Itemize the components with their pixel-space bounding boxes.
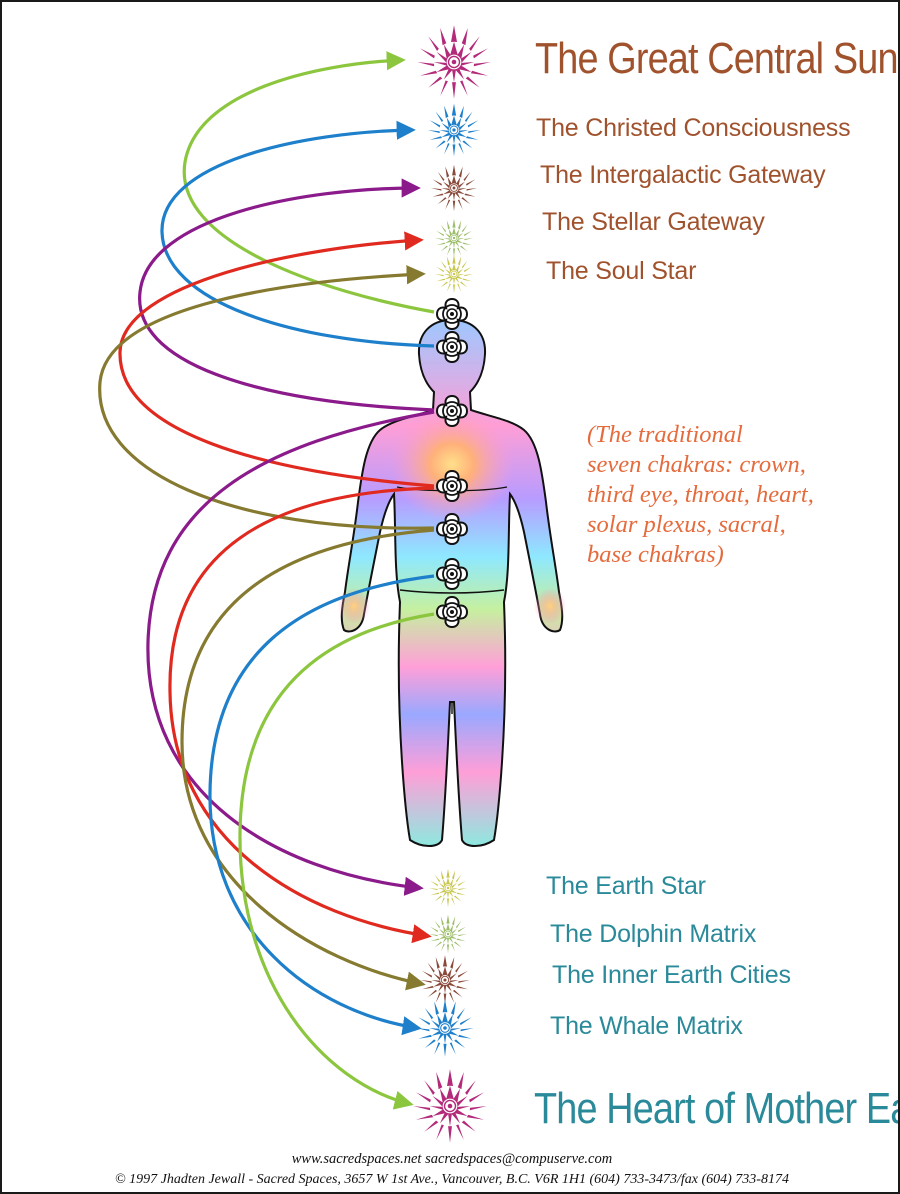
upper-mandalas [416,24,492,294]
arrow-purple-lower [146,410,435,896]
label-whale-matrix: The Whale Matrix [550,1012,743,1040]
note-line: base chakras) [587,541,724,568]
label-intergalactic-gateway: The Intergalactic Gateway [540,161,826,189]
footer-copyright: © 1997 Jhadten Jewall - Sacred Spaces, 3… [115,1172,789,1187]
heart-of-mother-earth-icon [412,1068,488,1144]
footer-links: www.sacredspaces.net sacredspaces@compus… [291,1151,613,1167]
arrow-olive-upper [98,265,435,530]
arrow-blue-lower [208,574,435,1036]
label-soul-star: The Soul Star [546,257,697,285]
right-hand-glow [534,588,566,624]
arrow-blue-upper [160,120,435,348]
traditional-chakras-note: (The traditional seven chakras: crown, t… [587,420,887,570]
earth-star-icon [428,868,468,908]
label-great-central-sun: The Great Central Sun [535,34,898,83]
note-line: seven chakras: crown, [587,451,806,478]
lower-mandalas [412,868,488,1144]
note-line: (The traditional [587,421,743,448]
label-dolphin-matrix: The Dolphin Matrix [550,920,757,948]
inner-earth-cities-icon [419,954,471,1006]
note-line: third eye, throat, heart, [587,481,814,508]
label-inner-earth-cities: The Inner Earth Cities [552,961,791,989]
arrow-purple-upper [138,178,435,412]
arrows [98,51,435,1110]
label-christed-consciousness: The Christed Consciousness [536,114,851,142]
stellar-gateway-icon [434,218,474,258]
arrow-lime-upper [182,51,435,314]
arrow-lime-lower [238,612,435,1110]
soul-star-icon [434,254,474,294]
arrow-red-upper [118,231,435,488]
dolphin-matrix-icon [428,914,468,954]
label-earth-star: The Earth Star [546,872,706,900]
arrow-olive-lower [180,528,435,991]
intergalactic-gateway-icon [430,164,478,212]
chest-glow [390,406,514,522]
label-heart-of-mother-earth: The Heart of Mother Earth [534,1084,898,1133]
christed-consciousness-icon [427,103,481,157]
note-line: solar plexus, sacral, [587,511,786,538]
great-central-sun-icon [416,24,492,100]
whale-matrix-icon [415,998,475,1058]
label-stellar-gateway: The Stellar Gateway [542,208,765,236]
arrow-red-lower [168,486,435,944]
